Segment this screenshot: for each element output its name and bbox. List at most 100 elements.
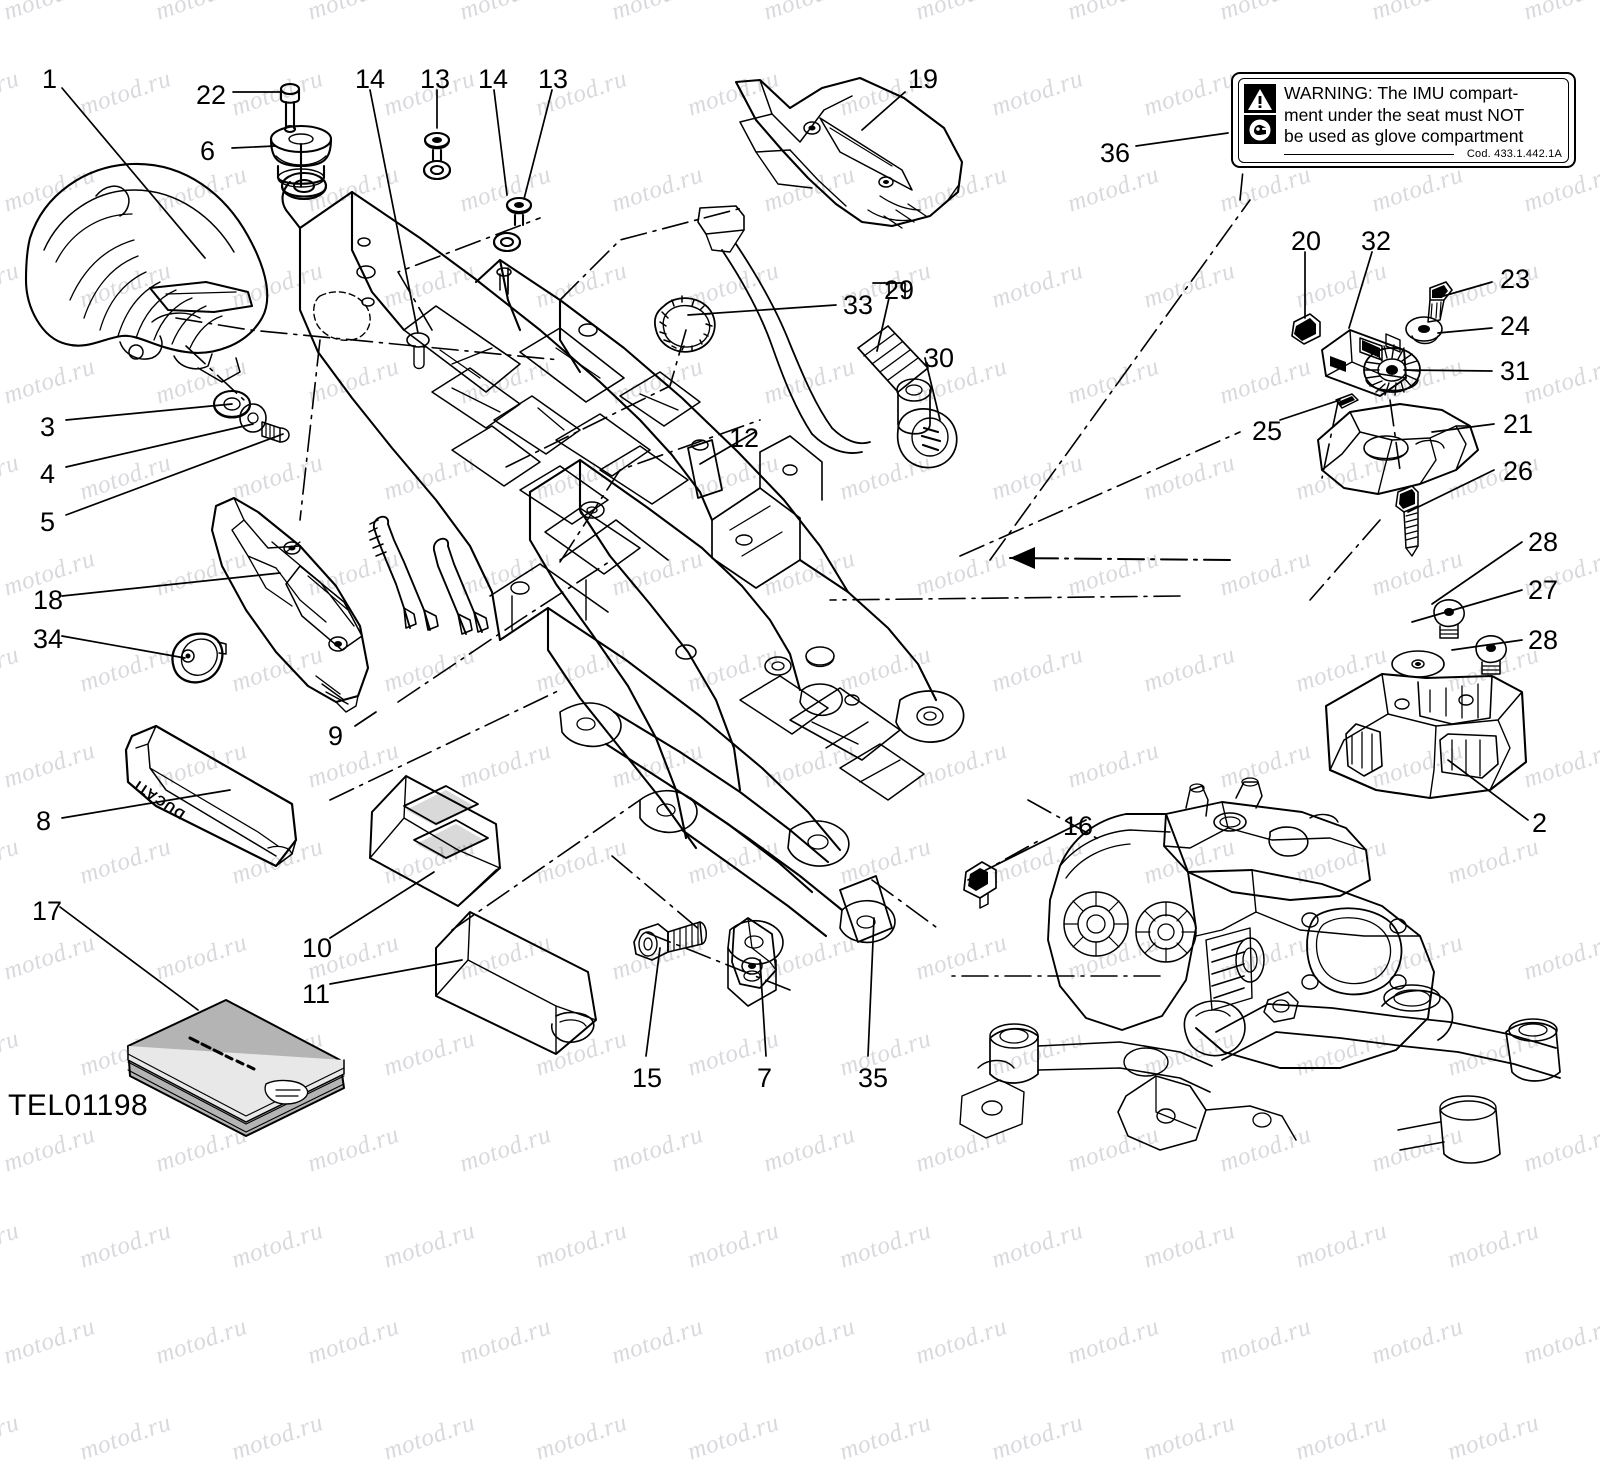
watermark-text: motod.ru	[988, 833, 1087, 890]
callout-number-28b: 28	[1528, 625, 1559, 655]
watermark-text: motod.ru	[684, 1409, 783, 1466]
watermark-text: motod.ru	[1216, 1313, 1315, 1370]
watermark-text: motod.ru	[1444, 833, 1543, 890]
watermark-text: motod.ru	[152, 1121, 251, 1178]
watermark-text: motod.ru	[912, 0, 1011, 26]
watermark-text: motod.ru	[912, 1313, 1011, 1370]
watermark-text: motod.ru	[380, 641, 479, 698]
watermark-text: motod.ru	[760, 737, 859, 794]
callout-number-35: 35	[858, 1063, 889, 1093]
watermark-text: motod.ru	[1216, 161, 1315, 218]
watermark-text: motod.ru	[0, 1409, 23, 1466]
watermark-text: motod.ru	[0, 737, 99, 794]
callout-number-10: 10	[302, 933, 333, 963]
watermark-text: motod.ru	[836, 833, 935, 890]
callout-number-32: 32	[1361, 226, 1392, 256]
part-left-side-panel	[210, 496, 370, 713]
watermark-text: motod.ru	[1368, 161, 1467, 218]
watermark-text: motod.ru	[1064, 545, 1163, 602]
callout-number-5: 5	[40, 507, 56, 537]
part-adhesive-pads	[687, 439, 893, 943]
part-clamp-ring	[171, 632, 227, 684]
diagram-code: TEL01198	[8, 1089, 149, 1122]
watermark-text: motod.ru	[152, 545, 251, 602]
watermark-text: motod.ru	[1596, 1409, 1600, 1466]
watermark-text: motod.ru	[1292, 1217, 1391, 1274]
callout-number-30: 30	[924, 343, 955, 373]
watermark-text: motod.ru	[608, 545, 707, 602]
part-pin	[279, 82, 301, 134]
watermark-text: motod.ru	[152, 353, 251, 410]
watermark-text: motod.ru	[380, 1217, 479, 1274]
watermark-text: motod.ru	[152, 929, 251, 986]
warning-icons	[1244, 83, 1277, 148]
callout-number-29: 29	[884, 275, 915, 305]
watermark-text: motod.ru	[76, 641, 175, 698]
watermark-text: motod.ru	[684, 1217, 783, 1274]
watermark-text: motod.ru	[1140, 1217, 1239, 1274]
watermark-text: motod.ru	[76, 1409, 175, 1466]
part-bushings-bolts	[422, 131, 533, 291]
callout-number-21: 21	[1503, 409, 1534, 439]
part-grommet-washer-screw	[212, 389, 290, 443]
callout-number-34: 34	[33, 624, 64, 654]
watermark-text: motod.ru	[1596, 257, 1600, 314]
watermark-text: motod.ru	[1216, 545, 1315, 602]
watermark-text: motod.ru	[1140, 1409, 1239, 1466]
callout-number-16: 16	[1063, 811, 1094, 841]
watermark-text: motod.ru	[608, 929, 707, 986]
watermark-text: motod.ru	[684, 449, 783, 506]
part-screw-washer-grommet	[1363, 281, 1453, 396]
watermark-text: motod.ru	[1368, 545, 1467, 602]
label-placement-arrow	[639, 547, 1231, 991]
warning-label: WARNING: The IMU compart- ment under the…	[1231, 72, 1576, 168]
watermark-text: motod.ru	[1596, 65, 1600, 122]
callout-number-25: 25	[1252, 416, 1283, 446]
watermark-text: motod.ru	[1140, 641, 1239, 698]
part-tool-tray	[369, 775, 501, 907]
watermark-text: motod.ru	[836, 1217, 935, 1274]
watermark-text: motod.ru	[1216, 0, 1315, 26]
warning-text: WARNING: The IMU compart- ment under the…	[1277, 83, 1562, 148]
watermark-text: motod.ru	[608, 0, 707, 26]
watermark-text: motod.ru	[912, 545, 1011, 602]
callout-number-9: 9	[328, 721, 344, 751]
watermark-text: motod.ru	[532, 1025, 631, 1082]
watermark-text: motod.ru	[0, 353, 99, 410]
watermark-text: motod.ru	[1444, 1217, 1543, 1274]
watermark-text: motod.ru	[1368, 353, 1467, 410]
watermark-text: motod.ru	[0, 1025, 23, 1082]
callout-number-36: 36	[1100, 138, 1131, 168]
line-art-layer: DUCATI	[24, 76, 1561, 1164]
warning-triangle-icon	[1244, 84, 1276, 113]
watermark-text: motod.ru	[608, 161, 707, 218]
watermark-text: motod.ru	[304, 1121, 403, 1178]
watermark-text: motod.ru	[456, 353, 555, 410]
callout-number-18: 18	[33, 585, 64, 615]
watermark-text: motod.ru	[1064, 353, 1163, 410]
callout-number-13a: 13	[420, 64, 451, 94]
watermark-text: motod.ru	[1064, 929, 1163, 986]
watermark-text: motod.ru	[1368, 929, 1467, 986]
watermark-text: motod.ru	[76, 449, 175, 506]
watermark-text: motod.ru	[456, 1313, 555, 1370]
watermark-text: motod.ru	[1292, 449, 1391, 506]
watermark-text: motod.ru	[760, 161, 859, 218]
watermark-text: motod.ru	[0, 0, 99, 26]
watermark-text: motod.ru	[152, 1313, 251, 1370]
watermark-text: motod.ru	[1292, 833, 1391, 890]
watermark-text: motod.ru	[608, 353, 707, 410]
watermark-text: motod.ru	[0, 65, 23, 122]
watermark-text: motod.ru	[380, 449, 479, 506]
watermark-text: motod.ru	[912, 161, 1011, 218]
watermark-text: motod.ru	[532, 257, 631, 314]
watermark-text: motod.ru	[1444, 1409, 1543, 1466]
part-ecu-bracket-box	[1324, 672, 1528, 800]
watermark-text: motod.ru	[1520, 737, 1600, 794]
watermark-text: motod.ru	[0, 1313, 99, 1370]
watermark-text: motod.ru	[608, 737, 707, 794]
watermark-text: motod.ru	[0, 449, 23, 506]
callout-number-33: 33	[843, 290, 874, 320]
